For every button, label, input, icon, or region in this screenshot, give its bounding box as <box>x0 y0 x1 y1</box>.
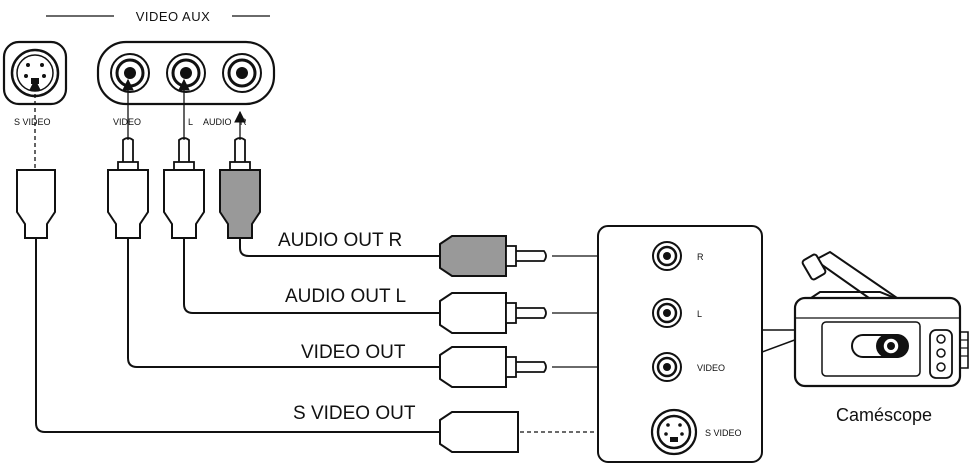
tv-right-label: R <box>240 117 247 127</box>
camcorder-label: Caméscope <box>836 405 932 425</box>
audio-l-plug-horizontal <box>439 292 547 334</box>
audio-out-r-label: AUDIO OUT R <box>278 230 402 251</box>
s-video-plug-vertical <box>16 169 56 239</box>
audio-r-plug-vertical <box>219 137 261 239</box>
tv-s-video-jack <box>2 40 68 106</box>
callout-line-bottom <box>761 337 801 353</box>
tv-left-label: L <box>188 117 193 127</box>
video-aux-header: VIDEO AUX <box>46 9 270 24</box>
cam-s-video-jack <box>650 408 698 456</box>
cam-l-jack <box>652 298 682 328</box>
tv-audio-label: AUDIO <box>203 117 232 127</box>
cam-s-video-label: S VIDEO <box>705 428 742 438</box>
video-cable <box>127 238 440 368</box>
s-video-plug-horizontal <box>439 411 519 453</box>
tv-audio-l-jack <box>166 53 206 93</box>
video-plug-horizontal <box>439 346 547 388</box>
audio-l-cable <box>183 238 440 314</box>
camcorder-jack-panel <box>597 225 763 463</box>
tv-video-label: VIDEO <box>113 117 141 127</box>
audio-r-cable <box>239 238 440 257</box>
tv-rca-panel <box>96 40 276 106</box>
cam-video-jack <box>652 352 682 382</box>
audio-r-plug-horizontal <box>439 235 547 277</box>
cam-r-label: R <box>697 252 704 262</box>
cam-l-label: L <box>697 309 702 319</box>
cam-video-label: VIDEO <box>697 363 725 373</box>
video-plug-vertical <box>107 137 149 239</box>
tv-s-video-label: S VIDEO <box>14 117 51 127</box>
s-video-cable <box>35 238 440 433</box>
s-video-out-label: S VIDEO OUT <box>293 403 416 424</box>
camcorder-icon <box>793 250 969 388</box>
audio-l-plug-vertical <box>163 137 205 239</box>
video-out-label: VIDEO OUT <box>301 342 406 363</box>
cam-r-jack <box>652 241 682 271</box>
tv-audio-r-jack <box>222 53 262 93</box>
video-aux-title: VIDEO AUX <box>136 9 211 24</box>
tv-video-jack <box>110 53 150 93</box>
audio-out-l-label: AUDIO OUT L <box>285 286 406 307</box>
